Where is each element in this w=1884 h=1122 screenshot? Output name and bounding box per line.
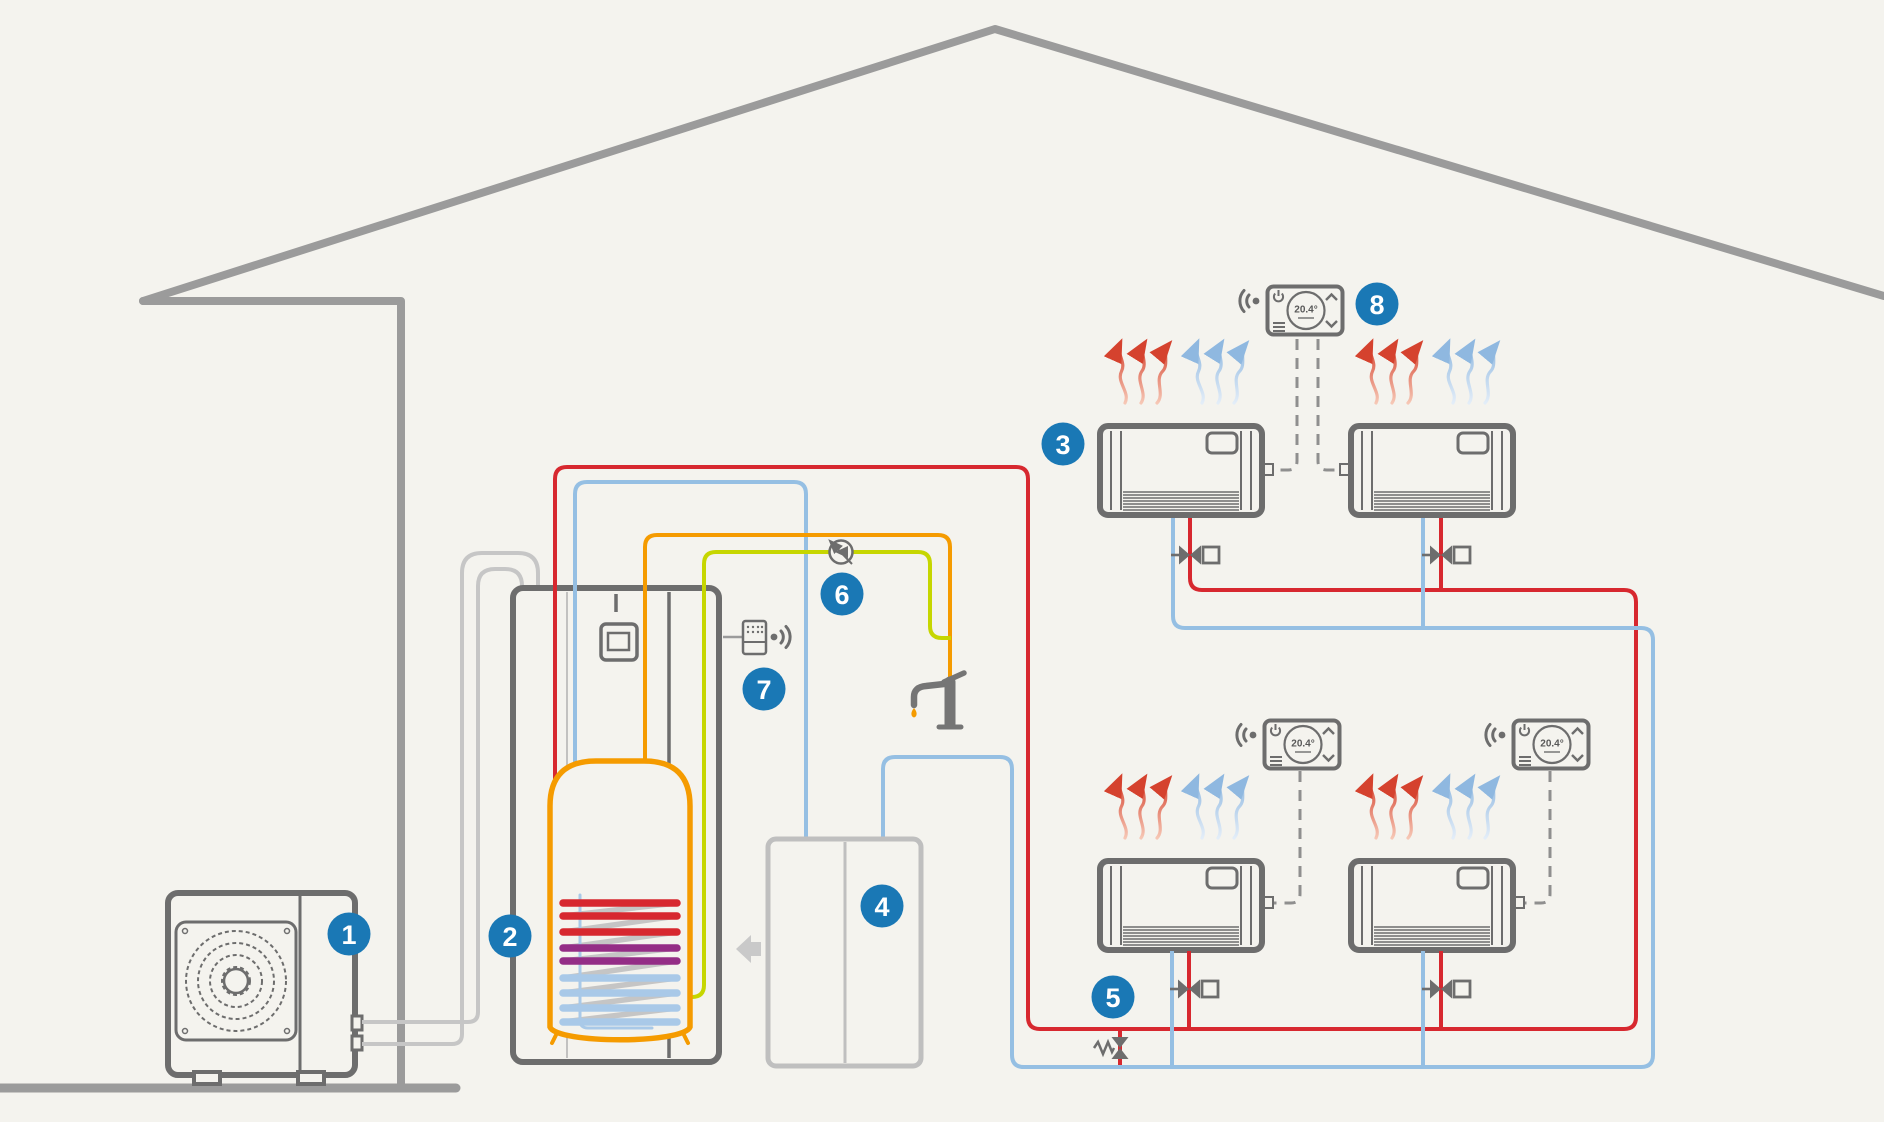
faucet-icon [910,670,967,730]
house-outline [0,25,1884,1093]
thermostat-reading-1: 20.4° [1294,305,1317,316]
svg-text:4: 4 [874,892,889,922]
badge-8: 8 [1355,282,1399,326]
legend-badges: 1 2 3 4 5 6 7 8 [327,282,1399,1019]
connector-stubs [1263,463,1525,909]
zone-valve-2 [1420,544,1472,566]
flow-arrow-icon [736,935,761,963]
bypass-valve [1092,1035,1130,1061]
badge-4: 4 [860,884,904,928]
badge-2: 2 [488,914,532,958]
hot-water-tank [547,758,693,1045]
auxiliary-cabinet [765,836,924,1069]
badge-5: 5 [1091,975,1135,1019]
fan-coil-unit-1 [1100,426,1262,515]
heat-waves-icon [1116,344,1169,403]
cool-waves-icon [1444,344,1497,403]
zone-valve-3 [1168,978,1220,1000]
cool-waves-icon [1193,779,1246,838]
badge-3: 3 [1041,422,1085,466]
heat-waves-icon [1367,779,1420,838]
wireless-signal-icon [1484,723,1507,747]
svg-text:7: 7 [756,675,771,705]
heat-waves-icon [1367,344,1420,403]
wireless-signal-icon [769,625,792,649]
svg-text:3: 3 [1055,430,1070,460]
zone-valve-4 [1420,978,1472,1000]
wireless-signal-icon [1238,289,1261,313]
roof-line [139,25,1884,305]
circulation-valve-icon [828,539,854,565]
control-wiring-dashed [1270,339,1552,905]
refrigerant-pipes [362,551,540,1046]
radio-module [723,619,768,656]
badge-1: 1 [327,912,371,956]
svg-text:8: 8 [1369,290,1384,320]
fan-coil-unit-4 [1351,861,1513,950]
svg-text:1: 1 [341,920,356,950]
circulation-pipe [688,550,951,999]
svg-text:5: 5 [1105,983,1120,1013]
cool-waves-icon [1444,779,1497,838]
fan-coil-unit-3 [1100,861,1262,950]
badge-6: 6 [820,572,864,616]
zone-valve-1 [1169,544,1221,566]
heating-return-pipe [573,480,1655,1069]
svg-text:2: 2 [502,922,517,952]
outdoor-heat-pump-unit [165,890,364,1086]
thermostat-reading-3: 20.4° [1540,739,1563,750]
heat-waves-icon [1116,779,1169,838]
thermostat-reading-2: 20.4° [1291,739,1314,750]
eave-and-wall-line [139,297,405,1090]
hot-water-pipe [643,533,952,765]
svg-text:6: 6 [834,580,849,610]
badge-7: 7 [742,667,786,711]
heat-exchanger-coil [559,893,681,1030]
water-drop-icon [911,708,917,718]
fan-grille-icon [174,920,298,1042]
control-display-icon [599,622,639,662]
heating-supply-pipe [553,465,1638,1067]
fan-coil-unit-2 [1351,426,1513,515]
cool-waves-icon [1193,344,1246,403]
wireless-signal-icon [1235,723,1258,747]
